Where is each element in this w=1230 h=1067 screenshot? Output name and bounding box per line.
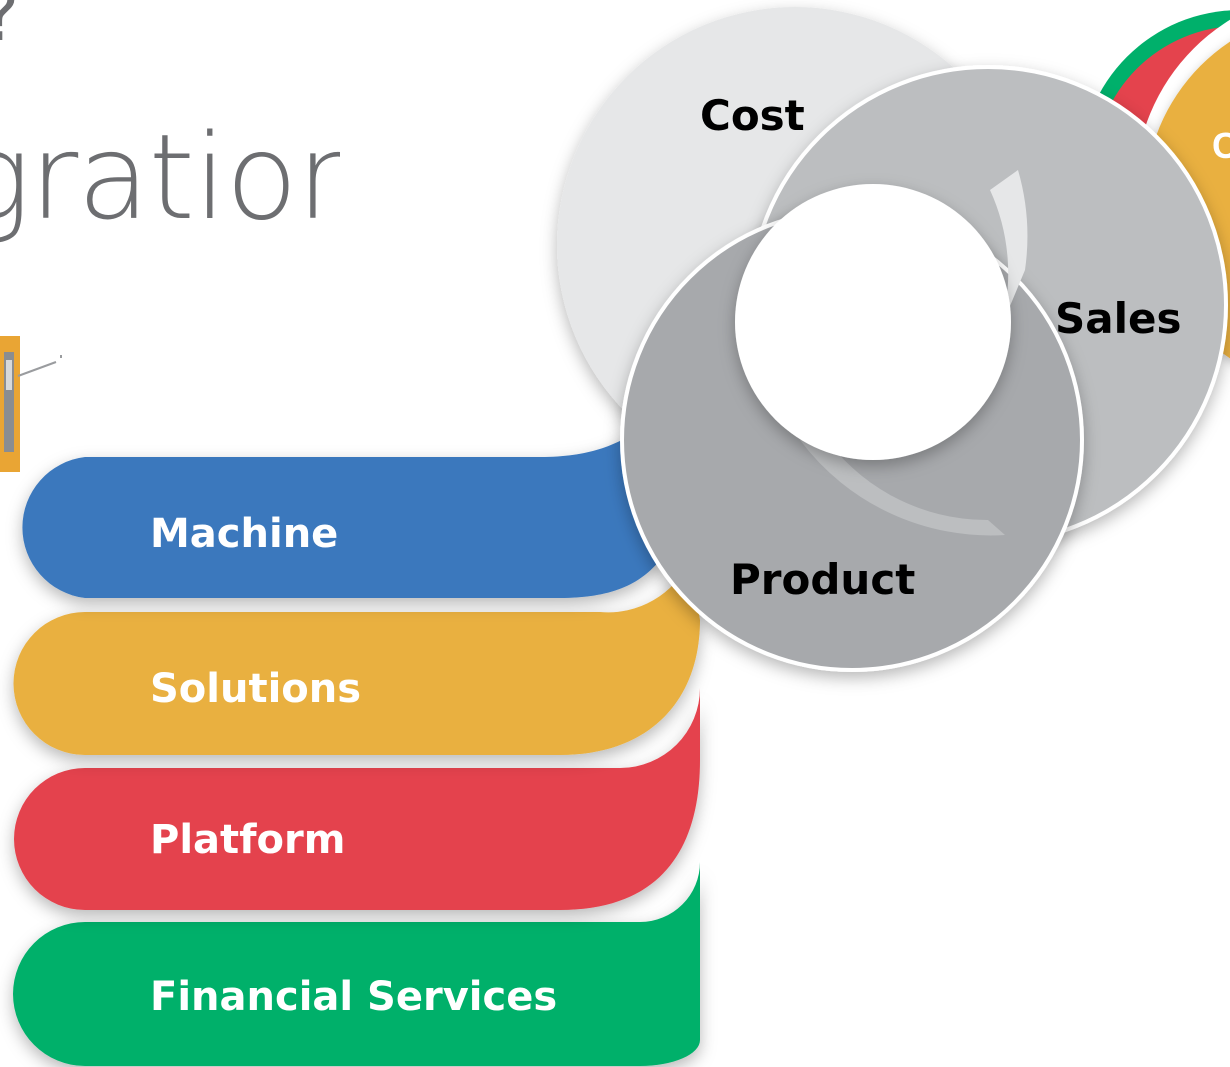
cycle-label-product: Product xyxy=(730,555,915,604)
layer-label-solutions: Solutions xyxy=(150,666,361,712)
cycle-label-cost: Cost xyxy=(700,91,805,140)
cycle-label-sales: Sales xyxy=(1055,294,1181,343)
heading-clip: gration xyxy=(0,0,340,260)
cost-overlap-arc xyxy=(990,170,1028,330)
layer-label-platform: Platform xyxy=(150,817,345,863)
layer-label-machine: Machine xyxy=(150,511,338,557)
cycle-center xyxy=(735,184,1011,460)
layer-label-financial-services: Financial Services xyxy=(150,974,557,1020)
corner-partial-label: C xyxy=(1212,125,1230,166)
page-heading: gration xyxy=(0,108,340,246)
partial-top-glyph: ? xyxy=(0,0,19,57)
layer-financial-services: Financial Services xyxy=(13,862,700,1066)
layer-platform: Platform xyxy=(14,688,700,910)
machine-image xyxy=(0,336,62,472)
layer-machine: Machine xyxy=(22,430,661,598)
cycle-diagram: Cost Sales Product xyxy=(557,7,1228,672)
layer-solutions: Solutions xyxy=(13,560,701,755)
